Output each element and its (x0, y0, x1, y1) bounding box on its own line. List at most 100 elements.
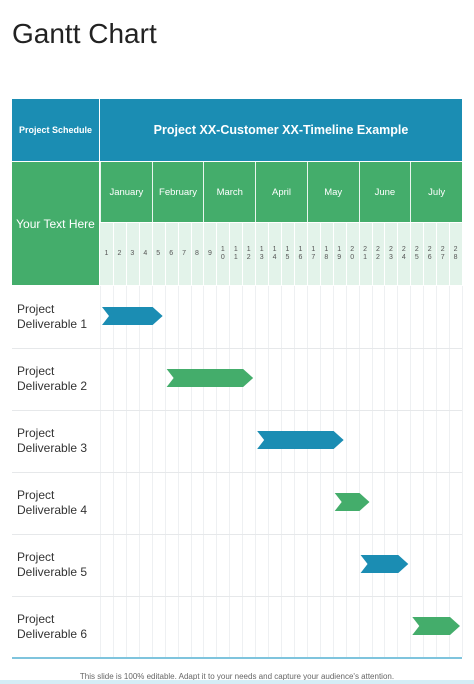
week-divider (125, 223, 127, 285)
grid-line (268, 286, 270, 657)
week-divider (242, 223, 244, 285)
week-divider (371, 223, 373, 285)
week-label: 4 (143, 250, 148, 257)
month-may: May (306, 162, 359, 222)
grid-line (203, 286, 205, 657)
grid-line (138, 286, 140, 657)
grid-line (177, 286, 179, 657)
week-divider (332, 223, 334, 285)
grid-line (255, 286, 257, 657)
project-schedule-header: Project Schedule (12, 99, 99, 161)
week-label: 8 (195, 250, 199, 257)
month-july: July (410, 162, 462, 222)
month-april: April (255, 162, 307, 222)
week-divider (397, 223, 399, 285)
grid-line (345, 286, 347, 657)
grid-line (371, 286, 373, 657)
task-bar (102, 307, 163, 325)
week-label: 1 (104, 250, 109, 257)
grid-line (190, 286, 192, 657)
week-divider (384, 223, 386, 285)
row-separator (12, 596, 462, 597)
week-divider (449, 223, 451, 285)
week-divider (177, 223, 179, 285)
grid-line (462, 286, 463, 657)
week-divider (216, 223, 218, 285)
grid-line (151, 286, 153, 657)
bottom-divider (12, 657, 462, 659)
row-separator (12, 348, 462, 349)
row-separator (12, 410, 462, 411)
week-label: 6 (169, 250, 174, 257)
week-divider (164, 223, 166, 285)
grid-line (229, 286, 231, 657)
grid-line (436, 286, 438, 657)
week-divider (268, 223, 270, 285)
grid-line (410, 286, 412, 657)
month-march: March (203, 162, 256, 222)
week-divider (306, 223, 308, 285)
footer-band (0, 680, 474, 684)
task-bar (412, 617, 460, 635)
grid-line (358, 286, 360, 657)
grid-line (242, 286, 244, 657)
month-february: February (151, 162, 204, 222)
week-divider (345, 223, 347, 285)
grid-line (100, 286, 101, 657)
month-june: June (358, 162, 411, 222)
grid-line (293, 286, 295, 657)
grid-line (216, 286, 218, 657)
page-title: Gantt Chart (12, 18, 157, 49)
task-bar (257, 431, 344, 449)
week-divider (436, 223, 438, 285)
grid-line (332, 286, 334, 657)
week-label: 2 (117, 250, 122, 257)
week-divider (151, 223, 153, 285)
grid-line (164, 286, 166, 657)
week-label: 7 (182, 250, 187, 257)
grid-line (397, 286, 399, 657)
timeline-title-header: Project XX-Customer XX-Timeline Example (100, 99, 462, 161)
week-divider (358, 223, 360, 285)
grid-line (423, 286, 425, 657)
week-divider (203, 223, 205, 285)
week-divider (410, 223, 412, 285)
task-bar (360, 555, 409, 573)
grid-line (384, 286, 386, 657)
grid-line (449, 286, 451, 657)
week-divider (138, 223, 140, 285)
month-january: January (100, 162, 152, 222)
grid-line (281, 286, 282, 657)
week-divider (281, 223, 282, 285)
row-separator (12, 534, 462, 535)
week-divider (112, 223, 114, 285)
week-divider (293, 223, 295, 285)
week-divider (319, 223, 321, 285)
week-divider (190, 223, 192, 285)
grid-line (319, 286, 321, 657)
week-divider (255, 223, 257, 285)
row-separator (12, 472, 462, 473)
week-label: 5 (156, 250, 161, 257)
